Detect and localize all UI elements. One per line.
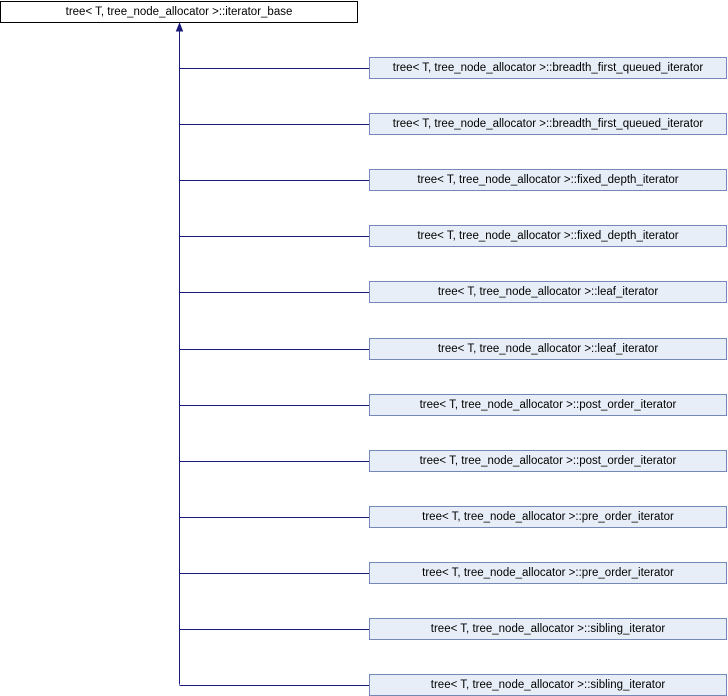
derived-class-node[interactable]: tree< T, tree_node_allocator >::post_ord… — [369, 394, 727, 416]
derived-class-node[interactable]: tree< T, tree_node_allocator >::pre_orde… — [369, 506, 727, 528]
inheritance-branches — [179, 68, 369, 686]
derived-class-node[interactable]: tree< T, tree_node_allocator >::leaf_ite… — [369, 281, 727, 303]
derived-class-node[interactable]: tree< T, tree_node_allocator >::fixed_de… — [369, 225, 727, 247]
derived-class-node[interactable]: tree< T, tree_node_allocator >::breadth_… — [369, 57, 727, 79]
base-class-node[interactable]: tree< T, tree_node_allocator >::iterator… — [0, 1, 358, 23]
derived-class-node[interactable]: tree< T, tree_node_allocator >::pre_orde… — [369, 562, 727, 584]
derived-class-node[interactable]: tree< T, tree_node_allocator >::sibling_… — [369, 674, 727, 696]
derived-class-node[interactable]: tree< T, tree_node_allocator >::leaf_ite… — [369, 338, 727, 360]
derived-class-node[interactable]: tree< T, tree_node_allocator >::fixed_de… — [369, 169, 727, 191]
derived-class-node[interactable]: tree< T, tree_node_allocator >::breadth_… — [369, 113, 727, 135]
inheritance-arrowhead — [175, 22, 184, 32]
derived-class-node[interactable]: tree< T, tree_node_allocator >::post_ord… — [369, 450, 727, 472]
derived-class-node[interactable]: tree< T, tree_node_allocator >::sibling_… — [369, 618, 727, 640]
